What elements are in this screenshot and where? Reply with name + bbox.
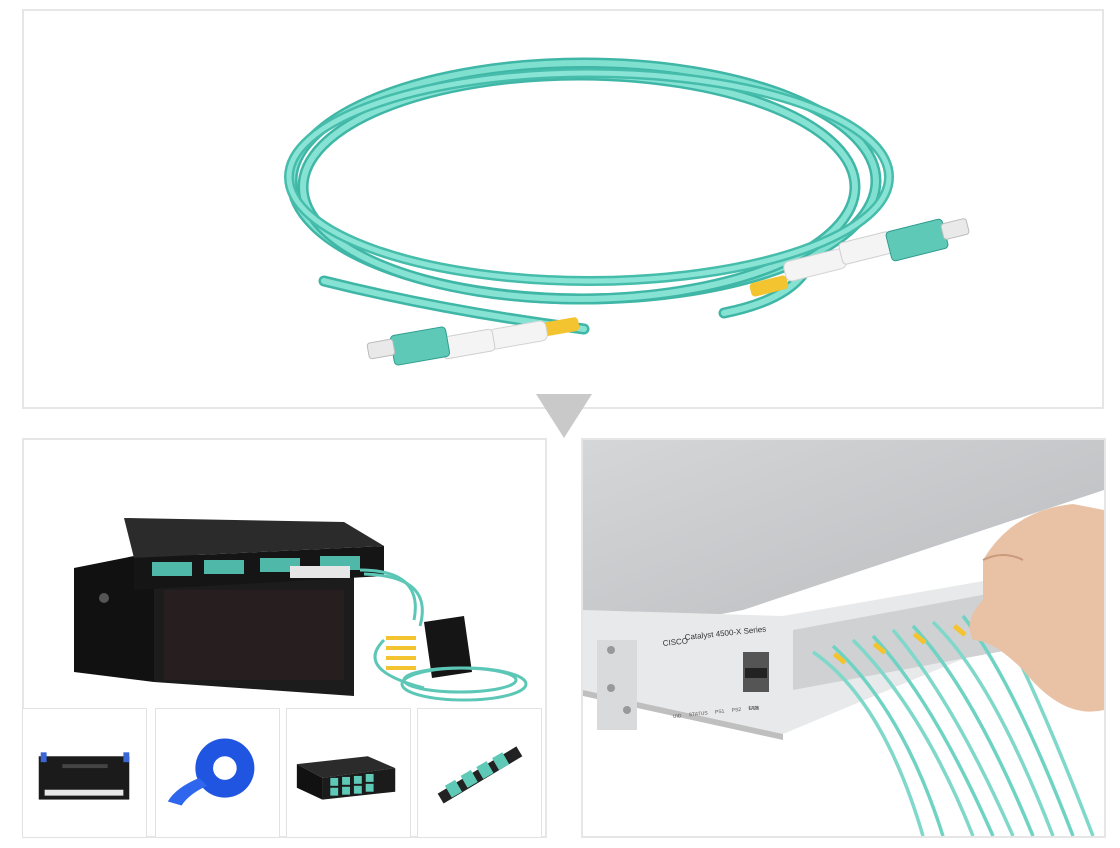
lc-connector-left-icon — [366, 317, 580, 366]
lc-connector-right-icon — [749, 218, 970, 297]
main-product-image-panel — [22, 9, 1104, 409]
velcro-cable-tie-roll-icon — [167, 738, 255, 806]
thumbnail-strip — [22, 708, 547, 838]
port-labels: UID STATUS PS1 PS2 FAN — [673, 705, 759, 720]
brand-label: CISCO — [662, 636, 688, 648]
thumbnail-rack-enclosure[interactable] — [22, 708, 147, 838]
thumbnail-mtp-cassette[interactable] — [286, 708, 411, 838]
usb-label: USB — [749, 706, 760, 712]
fiber-enclosure-with-cassette-icon — [74, 518, 528, 702]
lc-adapter-panel-icon — [437, 746, 523, 804]
thumbnail-lc-adapter-panel[interactable] — [417, 708, 542, 838]
rack-enclosure-icon — [38, 752, 130, 800]
lc-duplex-om3-fiber-patch-cable-icon — [284, 57, 970, 366]
network-switch-panel: CISCO Catalyst 4500-X Series UID STATUS … — [581, 438, 1106, 838]
down-triangle-icon — [532, 392, 596, 442]
network-switch-with-patched-cables-icon: CISCO Catalyst 4500-X Series UID STATUS … — [583, 440, 1104, 836]
mtp-cassette-icon — [296, 756, 396, 800]
thumbnail-velcro-tie[interactable] — [155, 708, 280, 838]
